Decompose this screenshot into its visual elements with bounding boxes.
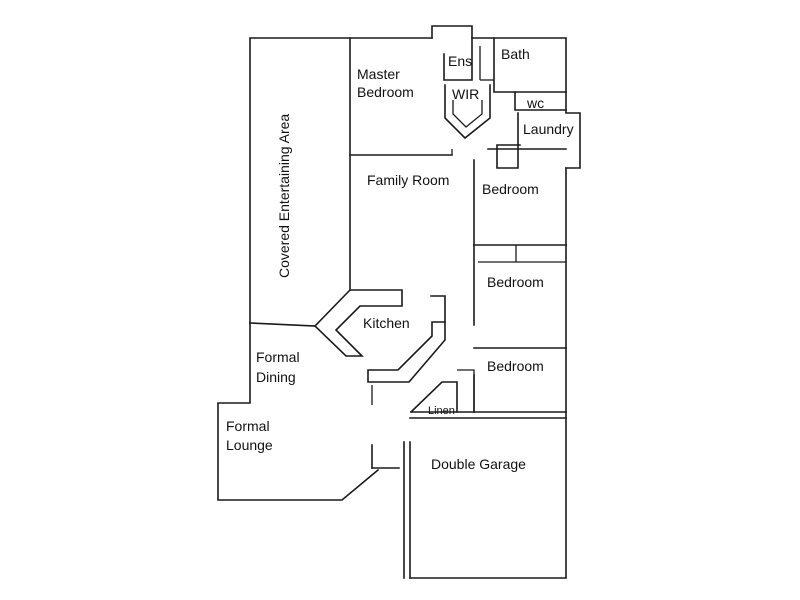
wc-label: wc [526, 95, 544, 111]
laundry-walls [496, 112, 521, 169]
ensuite-walls [443, 37, 473, 81]
linen-walls [409, 381, 458, 414]
bedroom-4-label: Bedroom [487, 358, 544, 374]
covered-entertaining-label: Covered Entertaining Area [276, 114, 292, 278]
bedroom-2-label: Bedroom [482, 181, 539, 197]
outer-wall-north-ensuite [431, 25, 581, 169]
outer-wall-south-west [217, 322, 380, 501]
family-room-label: Family Room [367, 172, 449, 188]
kitchen-bench-east [367, 321, 446, 383]
outer-wall-north-west [249, 37, 433, 324]
ensuite-label: Ens [448, 53, 472, 69]
linen-shelf [457, 369, 475, 412]
bedroom-3-label: Bedroom [487, 274, 544, 290]
wc-walls [514, 91, 567, 111]
kitchen-label: Kitchen [363, 315, 410, 331]
bath-label: Bath [501, 46, 530, 62]
bath-walls [493, 37, 567, 93]
kitchen-bench-north [430, 295, 446, 323]
wir-walls [444, 84, 491, 140]
interior-walls [249, 37, 567, 579]
kitchen-bench-west [313, 289, 403, 357]
laundry-label: Laundry [523, 121, 574, 137]
wir-label: WIR [452, 86, 479, 102]
formal-dining-label-2: Dining [256, 369, 296, 385]
master-bedroom-label-2: Bedroom [357, 84, 414, 100]
entertaining-dining-divider [249, 322, 316, 327]
wir-inner [452, 100, 483, 128]
double-garage-label: Double Garage [431, 456, 526, 472]
outer-wall-east [409, 167, 567, 579]
room-labels: Covered Entertaining Area Master Bedroom… [226, 46, 574, 472]
formal-dining-label-1: Formal [256, 349, 300, 365]
linen-label: Linen [428, 405, 455, 417]
formal-lounge-label-1: Formal [226, 418, 270, 434]
master-bedroom-label-1: Master [357, 66, 400, 82]
formal-lounge-label-2: Lounge [226, 437, 273, 453]
outer-walls [217, 25, 581, 579]
